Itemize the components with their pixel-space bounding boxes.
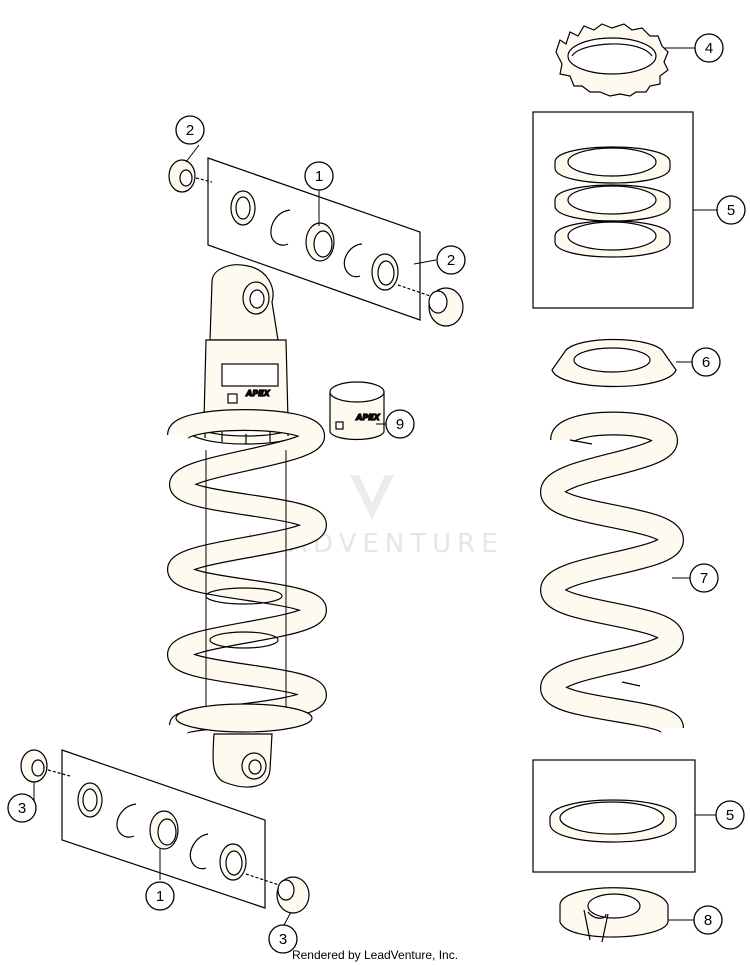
seal-bottom-left bbox=[20, 749, 48, 783]
svg-text:1: 1 bbox=[315, 168, 323, 185]
shock-label-plate bbox=[221, 363, 279, 387]
callout-9[interactable]: 9 bbox=[385, 409, 415, 439]
snap-ring-top-left bbox=[270, 209, 291, 246]
shock-brand-label: APEX bbox=[245, 389, 271, 398]
callout-3-bottom[interactable]: 3 bbox=[268, 924, 298, 954]
svg-text:2: 2 bbox=[447, 252, 455, 269]
shim-bottom bbox=[549, 799, 677, 843]
snap-ring-top-right bbox=[343, 243, 363, 278]
top-bearing-kit bbox=[168, 157, 464, 327]
callout-3-left[interactable]: 3 bbox=[7, 793, 37, 823]
svg-text:8: 8 bbox=[704, 912, 712, 929]
washer-bottom-right bbox=[219, 843, 247, 881]
bearing-top bbox=[305, 222, 335, 262]
callout-5-bottom[interactable]: 5 bbox=[715, 800, 745, 830]
callout-6[interactable]: 6 bbox=[691, 347, 721, 377]
callouts: 1 2 2 4 5 6 9 7 bbox=[7, 33, 746, 954]
shock-bottom-seat bbox=[175, 703, 313, 733]
spring-clip: APEX bbox=[329, 381, 385, 441]
callout-2-top-right[interactable]: 2 bbox=[436, 245, 466, 275]
shock-spring bbox=[167, 409, 328, 736]
snap-ring-bottom-left bbox=[116, 803, 137, 838]
callout-1-top[interactable]: 1 bbox=[304, 161, 334, 191]
washer-bottom-left bbox=[77, 782, 103, 818]
washer-top-left bbox=[230, 190, 256, 226]
bearing-bottom bbox=[149, 810, 179, 850]
shock-absorber: APEX bbox=[167, 264, 328, 788]
svg-text:7: 7 bbox=[700, 570, 708, 587]
svg-text:1: 1 bbox=[156, 888, 164, 905]
spring-seat bbox=[551, 338, 677, 388]
shim-stack-top bbox=[554, 146, 671, 258]
washer-top-right bbox=[371, 253, 399, 291]
svg-text:3: 3 bbox=[279, 931, 287, 948]
split-collar bbox=[559, 887, 669, 943]
svg-text:6: 6 bbox=[702, 354, 710, 371]
snap-ring-bottom-right bbox=[189, 833, 209, 870]
kit-frame-top bbox=[207, 157, 421, 321]
adjuster-ring bbox=[555, 23, 669, 97]
seal-top-left bbox=[168, 159, 196, 193]
svg-text:5: 5 bbox=[726, 807, 734, 824]
seal-bottom-right bbox=[276, 876, 310, 914]
callout-7[interactable]: 7 bbox=[689, 563, 719, 593]
svg-text:4: 4 bbox=[705, 40, 713, 57]
svg-text:3: 3 bbox=[18, 800, 26, 817]
callout-4[interactable]: 4 bbox=[694, 33, 724, 63]
callout-5-top[interactable]: 5 bbox=[716, 195, 746, 225]
seal-top-right bbox=[428, 287, 464, 327]
spring bbox=[539, 411, 685, 735]
shim-box-bottom bbox=[532, 759, 696, 873]
kit-frame-bottom bbox=[61, 749, 266, 909]
right-parts-column bbox=[532, 23, 696, 943]
bottom-bearing-kit bbox=[20, 749, 310, 914]
svg-text:2: 2 bbox=[186, 122, 194, 139]
svg-text:9: 9 bbox=[396, 416, 404, 433]
callout-8[interactable]: 8 bbox=[693, 905, 723, 935]
svg-text:5: 5 bbox=[727, 202, 735, 219]
callout-1-bottom[interactable]: 1 bbox=[145, 881, 175, 911]
callout-2-top-left[interactable]: 2 bbox=[175, 115, 205, 145]
footer-credit: Rendered by LeadVenture, Inc. bbox=[292, 948, 458, 962]
clip-brand-label: APEX bbox=[355, 413, 381, 422]
